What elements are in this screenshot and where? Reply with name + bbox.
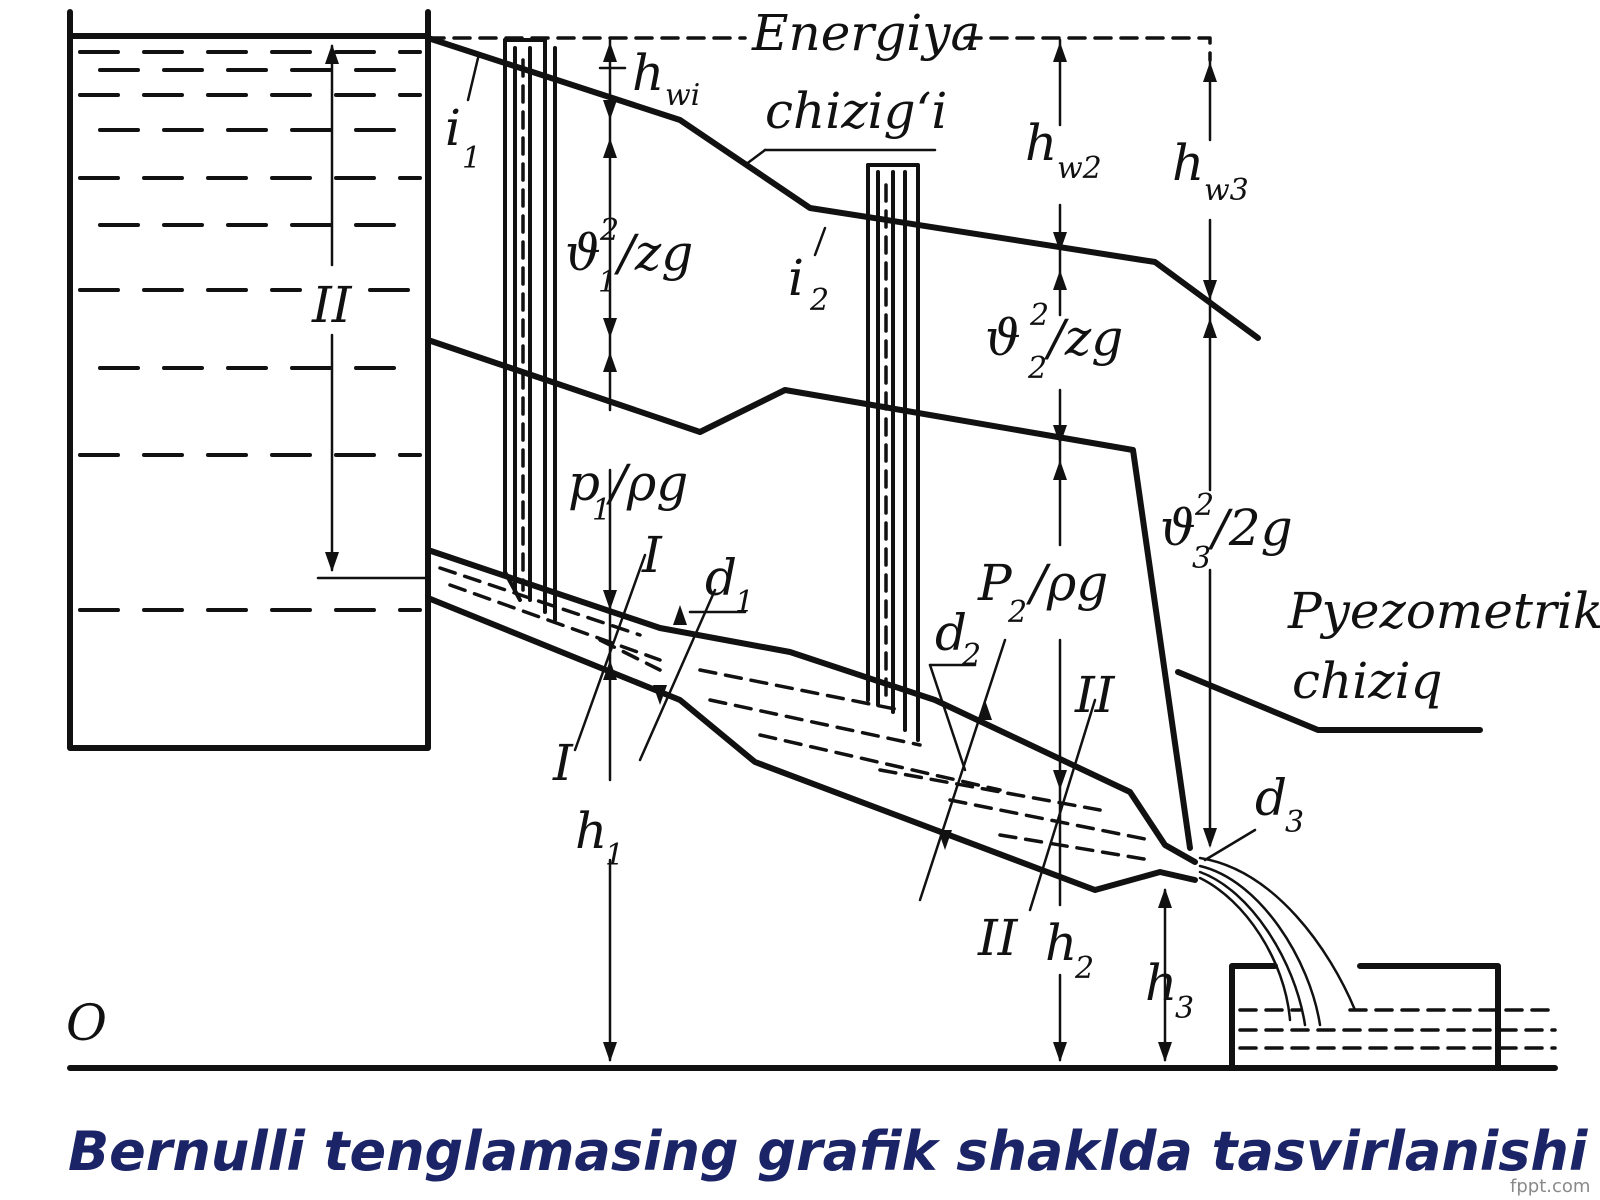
total-head-line	[425, 35, 1261, 341]
elevation-label-1: h 1	[575, 802, 624, 873]
svg-text:3: 3	[1285, 805, 1304, 840]
pressure-head-label-1: p 1 /ρg	[568, 454, 688, 528]
section-3-dimension	[1158, 58, 1217, 1062]
svg-text:d: d	[935, 604, 967, 662]
section-I-bottom-label: I	[552, 734, 574, 792]
svg-text:h: h	[1025, 114, 1057, 172]
section-II-bottom-label: II	[977, 909, 1019, 967]
slope-label-2: i 2	[788, 249, 829, 318]
svg-text:ϑ: ϑ	[1160, 499, 1196, 557]
section-2-dimension	[1053, 38, 1067, 1062]
svg-text:1: 1	[598, 265, 617, 300]
svg-text:wi: wi	[665, 78, 700, 113]
svg-text:h: h	[632, 44, 664, 102]
pipe	[425, 547, 1198, 893]
piezometer-tube-1	[503, 38, 557, 622]
head-loss-label-3: h w3	[1172, 134, 1249, 208]
svg-text:h: h	[1045, 914, 1077, 972]
energy-label-leader-tip	[743, 148, 767, 167]
svg-text:1: 1	[735, 585, 754, 620]
energy-line-label-1: Energiya	[751, 4, 980, 62]
piezometric-label-2: chiziq	[1292, 652, 1443, 710]
tank-section-label: II	[311, 276, 353, 334]
svg-text:2: 2	[961, 638, 981, 673]
diameter-label-3: d 3	[1255, 769, 1304, 840]
tank-dimension-arrow	[316, 44, 430, 580]
slope-label-1: i 1	[445, 99, 481, 176]
figure-caption: Bernulli tenglamasing grafik shaklda tas…	[68, 1120, 1589, 1183]
svg-text:P: P	[977, 554, 1013, 612]
datum-label: O	[66, 994, 107, 1052]
svg-text:/2g: /2g	[1208, 499, 1293, 557]
section-I-top-label: I	[641, 526, 663, 584]
svg-text:ϑ: ϑ	[985, 309, 1021, 367]
piezometer-tube-2	[866, 163, 920, 742]
svg-text:d: d	[705, 549, 737, 607]
svg-text:/ρg: /ρg	[1026, 554, 1108, 612]
velocity-head-label-2: ϑ 2 2 /zg	[985, 298, 1123, 386]
svg-text:2: 2	[599, 213, 619, 248]
svg-text:2: 2	[1194, 488, 1214, 523]
diameter-label-1: d 1	[705, 549, 754, 620]
svg-text:2: 2	[1029, 298, 1049, 333]
section-1-dimension	[598, 38, 627, 1062]
svg-text:h: h	[575, 802, 607, 860]
svg-text:2: 2	[1074, 951, 1094, 986]
tank-water-lines	[78, 50, 422, 612]
svg-text:p: p	[568, 454, 600, 512]
svg-text:/zg: /zg	[1044, 309, 1123, 367]
svg-text:/ρg: /ρg	[606, 454, 688, 512]
svg-text:w2: w2	[1057, 151, 1102, 186]
svg-text:2: 2	[1007, 595, 1027, 630]
pipe-water-hatch	[438, 566, 1152, 862]
energy-line-label-2: chizig‘i	[765, 82, 947, 140]
svg-text:1: 1	[605, 838, 624, 873]
svg-text:/zg: /zg	[614, 224, 693, 282]
svg-text:h: h	[1145, 954, 1177, 1012]
svg-text:h: h	[1172, 134, 1204, 192]
outlet-jet	[1198, 856, 1357, 1027]
svg-text:w3: w3	[1204, 173, 1249, 208]
svg-text:3: 3	[1175, 991, 1194, 1026]
upstream-tank: II	[67, 9, 431, 751]
head-loss-label-2: h w2	[1025, 114, 1102, 186]
elevation-label-3: h 3	[1145, 954, 1194, 1026]
diameter-label-2: d 2	[935, 604, 981, 673]
svg-text:i: i	[788, 249, 804, 307]
velocity-head-label-1: ϑ 2 1 /zg	[565, 213, 693, 300]
head-loss-label-1: h wi	[632, 44, 700, 113]
svg-text:2: 2	[809, 283, 829, 318]
svg-text:i: i	[445, 99, 461, 157]
piezometric-line-tail	[1175, 669, 1483, 733]
svg-text:1: 1	[592, 493, 611, 528]
section-markers	[466, 56, 1257, 912]
velocity-head-label-3: ϑ 2 3 /2g	[1160, 488, 1293, 576]
elevation-label-2: h 2	[1045, 914, 1094, 986]
svg-text:ϑ: ϑ	[565, 224, 601, 282]
svg-text:2: 2	[1027, 351, 1047, 386]
energy-head-line	[426, 36, 1212, 62]
watermark: fppt.com	[1510, 1176, 1590, 1197]
receiving-tank	[1229, 963, 1557, 1071]
svg-text:3: 3	[1192, 541, 1211, 576]
svg-text:d: d	[1255, 769, 1287, 827]
piezometric-label-1: Pyezometrik	[1287, 582, 1600, 640]
section-II-top-label: II	[1074, 666, 1116, 724]
svg-text:1: 1	[462, 141, 481, 176]
pressure-head-label-2: P 2 /ρg	[977, 554, 1108, 630]
